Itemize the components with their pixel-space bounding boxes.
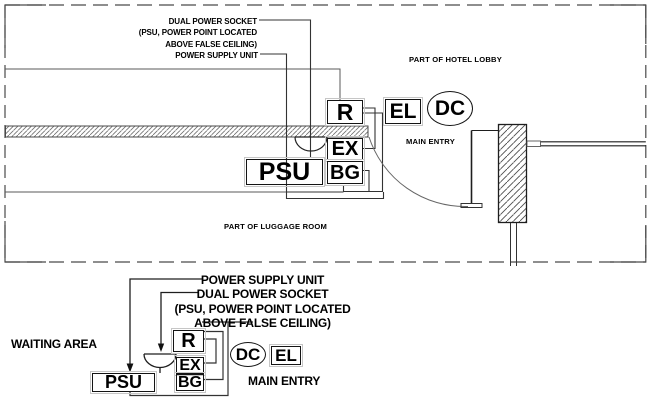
boundary-corner-br bbox=[610, 226, 647, 263]
wire-outer-loop bbox=[285, 192, 385, 200]
top-callout-leaders bbox=[259, 19, 312, 192]
arrowhead-psu bbox=[126, 363, 134, 373]
bottom-connectors bbox=[129, 321, 253, 397]
wire-outer-bottom bbox=[129, 322, 229, 397]
device-box-r-bottom: R bbox=[171, 328, 206, 354]
socket-dome bbox=[294, 136, 328, 152]
bottom-socket-symbol bbox=[143, 353, 177, 373]
leader-dual-power-socket bbox=[259, 19, 312, 158]
wire-r-bus bbox=[342, 112, 384, 193]
leader-psu-bottom bbox=[129, 278, 202, 364]
device-box-el-top: EL bbox=[383, 97, 423, 126]
device-ellipse-dc-bottom: DC bbox=[230, 342, 266, 367]
room-label-main-entry-top: MAIN ENTRY bbox=[406, 136, 455, 146]
door-stop bbox=[460, 203, 483, 208]
device-box-psu-bottom: PSU bbox=[90, 370, 157, 394]
boundary-corner-bl bbox=[4, 221, 46, 263]
entry-wall-stub bbox=[526, 140, 541, 147]
callout-power-supply-unit-bottom: POWER SUPPLY UNIT bbox=[200, 272, 325, 287]
device-box-bg-top: BG bbox=[325, 159, 365, 186]
interior-walls bbox=[5, 68, 341, 193]
wire-r-bg-bottom bbox=[204, 330, 224, 381]
plan-boundary bbox=[4, 4, 647, 263]
lobby-wall-line bbox=[5, 68, 341, 101]
bottom-leaders bbox=[126, 278, 202, 373]
wire-r-ex-bottom bbox=[204, 338, 217, 364]
room-label-main-entry-bottom: MAIN ENTRY bbox=[248, 373, 321, 388]
callout-dual-power-socket-bottom: DUAL POWER SOCKET bbox=[196, 287, 329, 301]
device-ellipse-dc-top: DC bbox=[427, 91, 473, 126]
device-box-el-bottom: EL bbox=[269, 344, 303, 367]
wire-bg-stub bbox=[362, 169, 370, 192]
hatched-wall bbox=[5, 125, 369, 138]
door-column bbox=[497, 123, 528, 224]
device-box-ex-top: EX bbox=[325, 136, 365, 162]
boundary-corner-tl bbox=[4, 4, 46, 48]
callout-psu-note-line2: ABOVE FALSE CEILING) bbox=[165, 39, 257, 49]
leader-socket-bottom bbox=[160, 291, 199, 344]
room-label-waiting-area: WAITING AREA bbox=[11, 336, 97, 351]
callout-dual-power-socket: DUAL POWER SOCKET bbox=[168, 16, 257, 26]
room-label-luggage-room: PART OF LUGGAGE ROOM bbox=[224, 222, 327, 231]
device-box-psu-top: PSU bbox=[244, 157, 325, 187]
door-swing-arc bbox=[368, 136, 469, 208]
door-assembly bbox=[368, 123, 646, 266]
top-socket-symbol bbox=[294, 136, 328, 152]
leader-power-supply-unit bbox=[260, 53, 288, 192]
boundary-corner-tr bbox=[610, 4, 647, 44]
top-connectors bbox=[285, 107, 385, 200]
device-box-r-top: R bbox=[325, 98, 365, 126]
room-label-hotel-lobby: PART OF HOTEL LOBBY bbox=[409, 55, 502, 64]
callout-psu-note-line1-bottom: (PSU, POWER POINT LOCATED bbox=[174, 301, 351, 316]
entry-wall-right bbox=[527, 141, 646, 147]
callout-power-supply-unit: POWER SUPPLY UNIT bbox=[175, 50, 258, 60]
wire-r-ex bbox=[362, 107, 376, 150]
column-lower-wall bbox=[510, 223, 517, 266]
device-box-ex-bottom: EX bbox=[174, 355, 206, 376]
device-box-bg-bottom: BG bbox=[174, 372, 206, 393]
callout-psu-note-line2-bottom: ABOVE FALSE CEILING) bbox=[194, 316, 331, 330]
callout-psu-note-line1: (PSU, POWER POINT LOCATED bbox=[138, 28, 257, 37]
arrowhead-socket bbox=[157, 343, 165, 352]
socket-dome-bottom bbox=[143, 353, 177, 369]
